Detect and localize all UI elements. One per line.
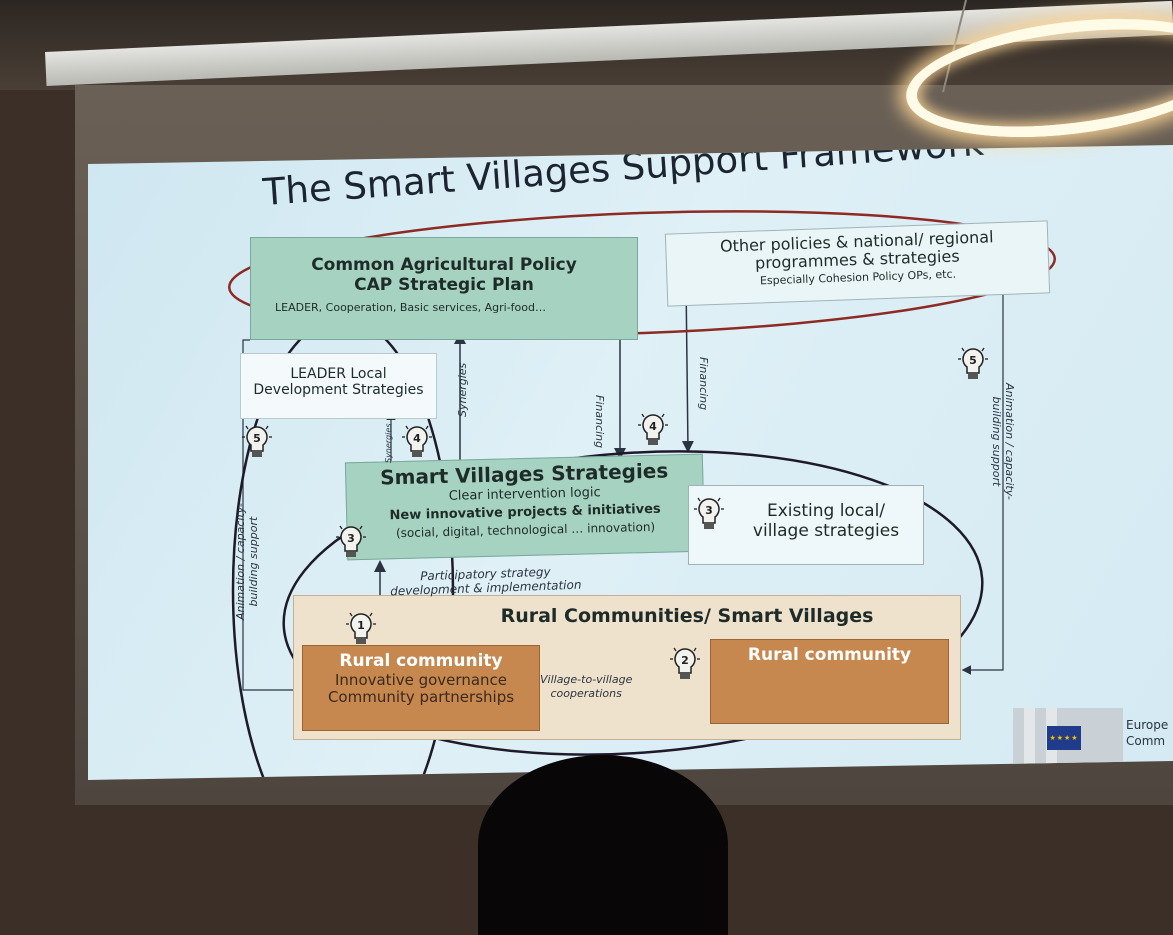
bulb-number: 1 <box>357 619 365 632</box>
rc1-line2: Innovative governance <box>335 670 507 689</box>
bulb-number: 3 <box>347 532 355 545</box>
synergies-label-2: Synergies <box>384 423 393 463</box>
existing-line2: village strategies <box>752 520 900 541</box>
rc1-title: Rural community <box>339 651 503 671</box>
ellipse-top <box>227 210 1057 336</box>
financing-label-1: Financing <box>593 395 606 449</box>
rural-communities-title: Rural Communities/ Smart Villages <box>500 605 874 627</box>
leader-line1: LEADER Local <box>290 366 387 382</box>
eu-label-line1: Europe <box>1126 718 1169 732</box>
smart-villages-strategies-box: Smart Villages Strategies Clear interven… <box>344 453 706 561</box>
cap-title: Common Agricultural Policy <box>311 255 577 275</box>
bulb-number: 4 <box>649 420 657 433</box>
animation-right-line1: Animation / capacity- <box>1003 383 1016 500</box>
v2v-line1: Village-to-village <box>540 673 633 686</box>
eu-label-line2: Comm <box>1126 733 1166 748</box>
rc2-title: Rural community <box>747 645 912 665</box>
bulb-number: 2 <box>681 654 689 667</box>
leader-strategies-box: LEADER Local Development Strategies <box>240 353 437 419</box>
financing-arrow-2 <box>681 279 694 453</box>
audience-head-silhouette <box>478 755 728 935</box>
lightbulb-icon: 3 <box>334 523 368 563</box>
cap-subtitle: CAP Strategic Plan <box>354 274 534 295</box>
lightbulb-icon: 2 <box>668 645 702 685</box>
animation-left-line <box>242 339 303 695</box>
rc1-line3: Community partnerships <box>327 687 515 706</box>
eu-commission-label: Europe Comm <box>1126 718 1168 749</box>
rural-community-box-2: Rural community <box>710 639 949 724</box>
cap-strategic-plan-box: Common Agricultural Policy CAP Strategic… <box>250 237 638 340</box>
animation-left-line1: Animation / capacity- <box>234 503 247 620</box>
existing-strategies-box: Existing local/ village strategies <box>688 485 924 565</box>
other-policies-box: Other policies & national/ regional prog… <box>664 220 1051 307</box>
lightbulb-icon: 1 <box>344 610 378 650</box>
lightbulb-icon: 5 <box>956 345 990 385</box>
lightbulb-icon: 4 <box>636 411 670 451</box>
lightbulb-icon: 3 <box>692 495 726 535</box>
synergies-label-1: Synergies <box>456 362 469 417</box>
cap-details: LEADER, Cooperation, Basic services, Agr… <box>275 301 546 315</box>
eu-flag-icon: ★★★★ <box>1047 726 1081 750</box>
lightbulb-icon: 5 <box>240 423 274 463</box>
v2v-line2: cooperations <box>550 687 622 701</box>
bulb-number: 5 <box>253 432 261 445</box>
ellipse-right <box>282 450 984 756</box>
eu-commission-logo: ★★★★ <box>1013 708 1123 768</box>
animation-left-line2: building support <box>247 516 261 607</box>
lightbulb-icon: 4 <box>400 423 434 463</box>
bulb-number: 3 <box>705 504 713 517</box>
presentation-slide: The Smart Villages Support Framework Com… <box>88 145 1173 780</box>
financing-label-2: Financing <box>697 357 710 411</box>
leader-line2: Development Strategies <box>253 382 424 399</box>
animation-right-line2: building support <box>989 396 1003 487</box>
bulb-number: 5 <box>969 354 977 367</box>
animation-label-right: Animation / capacity- building support <box>990 383 1016 500</box>
existing-line1: Existing local/ <box>766 501 886 521</box>
bulb-number: 4 <box>413 432 421 445</box>
animation-label-left: Animation / capacity- building support <box>234 503 260 620</box>
rural-community-box-1: Rural community Innovative governance Co… <box>302 645 540 731</box>
village-to-village-label: Village-to-village cooperations <box>540 673 632 702</box>
